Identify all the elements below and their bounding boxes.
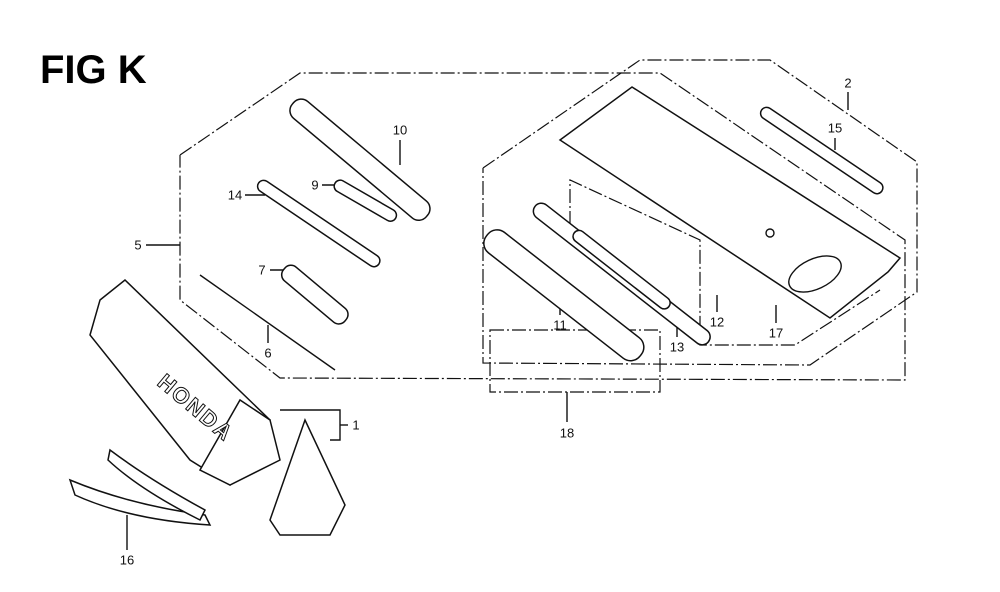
part-label-6: 6 [264, 345, 272, 361]
screwdriver-7 [280, 264, 349, 325]
part-label-9: 9 [311, 177, 319, 193]
part-label-7: 7 [258, 262, 266, 278]
part-label-13: 13 [669, 339, 685, 355]
pliers-16 [68, 448, 212, 526]
figure-title: FIG K [40, 48, 147, 92]
part-label-16: 16 [119, 552, 135, 568]
tool-bag-17 [558, 86, 902, 319]
tool-case-1 [89, 279, 346, 536]
part-label-10: 10 [392, 122, 408, 138]
group-outline-5 [179, 72, 906, 381]
part-label-18: 18 [559, 425, 575, 441]
group-outline-17 [569, 179, 881, 346]
group-outline-18 [489, 329, 661, 393]
part-label-14: 14 [227, 187, 243, 203]
wrench-13 [572, 229, 671, 310]
socket-wrench-11 [483, 229, 645, 362]
screwdriver-6 [199, 274, 336, 371]
wrench-14 [256, 179, 381, 268]
part-label-17: 17 [768, 325, 784, 341]
part-label-1: 1 [352, 417, 360, 433]
part-label-12: 12 [709, 314, 725, 330]
part-label-2: 2 [844, 75, 852, 91]
part-label-11: 11 [553, 317, 567, 333]
socket-wrench-10 [289, 98, 431, 222]
part-label-15: 15 [827, 120, 843, 136]
part-label-5: 5 [134, 237, 142, 253]
pin-9 [333, 179, 398, 222]
wrench-15 [759, 106, 884, 195]
